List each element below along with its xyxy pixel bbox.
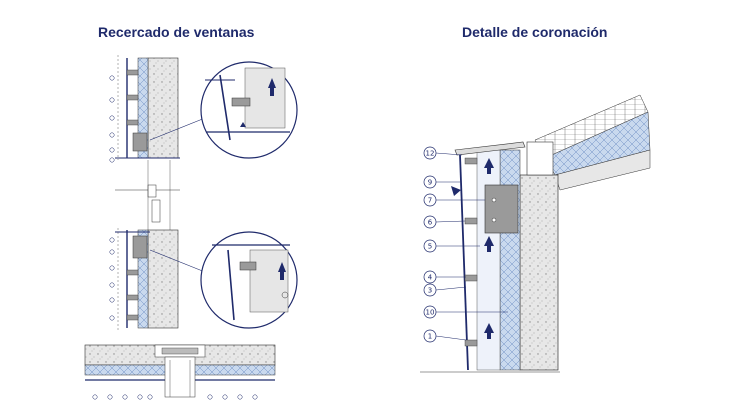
concrete-wall bbox=[519, 174, 559, 371]
detalle-coronacion-drawing: 12 9 7 6 5 bbox=[420, 94, 651, 373]
window-plan-section bbox=[84, 344, 276, 400]
upper-detail-magnifier bbox=[200, 61, 298, 159]
svg-text:12: 12 bbox=[426, 150, 435, 158]
callout-5: 5 bbox=[423, 239, 480, 253]
svg-text:3: 3 bbox=[428, 287, 432, 295]
recercado-ventanas-drawing bbox=[84, 55, 298, 400]
svg-text:10: 10 bbox=[426, 309, 435, 317]
svg-text:4: 4 bbox=[428, 274, 433, 282]
callout-6: 6 bbox=[423, 215, 466, 229]
callout-7: 7 bbox=[423, 193, 485, 207]
window-opening bbox=[115, 160, 180, 230]
lower-detail-magnifier bbox=[200, 231, 298, 329]
coping bbox=[454, 141, 526, 156]
callout-9: 9 bbox=[423, 175, 460, 189]
callout-12: 12 bbox=[423, 146, 463, 160]
callout-10: 10 bbox=[423, 305, 508, 319]
svg-text:5: 5 bbox=[428, 243, 432, 251]
airflow-arrows bbox=[451, 158, 494, 339]
svg-text:6: 6 bbox=[428, 219, 433, 227]
title-detalle-coronacion: Detalle de coronación bbox=[462, 24, 608, 40]
svg-text:7: 7 bbox=[428, 197, 432, 205]
upper-wall-section bbox=[115, 55, 180, 160]
cladding-panel bbox=[459, 154, 469, 371]
title-recercado-ventanas: Recercado de ventanas bbox=[98, 24, 255, 40]
callout-3: 3 bbox=[423, 283, 467, 297]
callout-4: 4 bbox=[423, 270, 466, 284]
lower-wall-section bbox=[115, 228, 179, 330]
callout-1: 1 bbox=[423, 329, 467, 343]
insulation-layer bbox=[499, 149, 521, 371]
svg-text:1: 1 bbox=[428, 333, 432, 341]
svg-text:9: 9 bbox=[428, 179, 432, 187]
bracket-plate bbox=[484, 184, 519, 234]
